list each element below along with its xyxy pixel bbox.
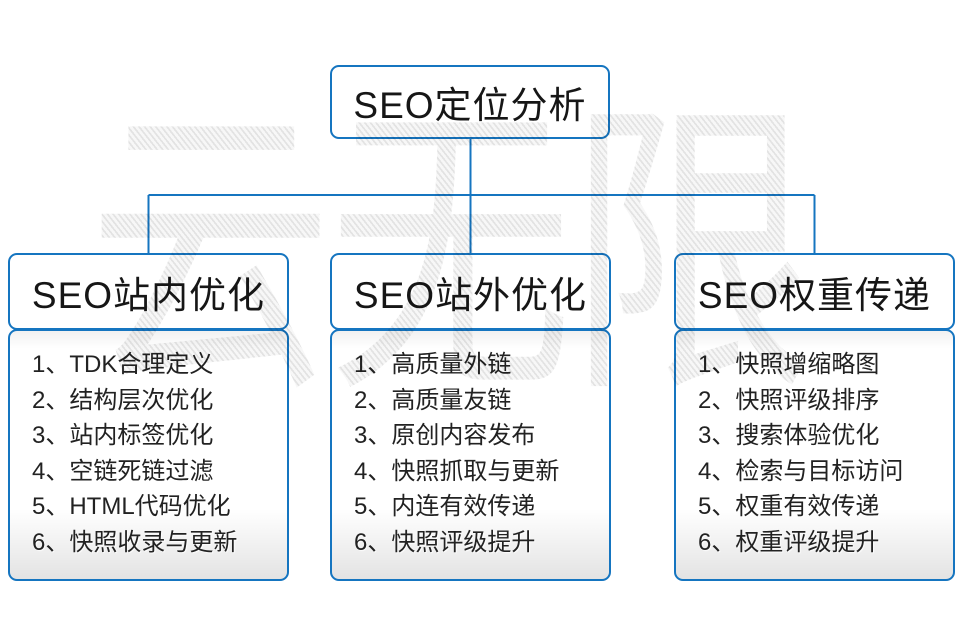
list-item: 1、高质量外链 [354, 351, 512, 378]
list-panel-weight-transfer: 1、快照增缩略图 2、快照评级排序 3、搜索体验优化 4、检索与目标访问 5、权… [674, 329, 955, 581]
list-item: 3、原创内容发布 [354, 422, 536, 450]
branch-node-label: SEO站内优化 [31, 274, 266, 316]
branch-node-offsite-optimization: SEO站外优化 [330, 253, 611, 330]
list-item: 2、快照评级排序 [698, 386, 880, 414]
list-item: 5、HTML代码优化 [32, 493, 231, 521]
list-item: 1、快照增缩略图 [698, 351, 880, 378]
list-panel-offsite-optimization: 1、高质量外链 2、高质量友链 3、原创内容发布 4、快照抓取与更新 5、内连有… [330, 329, 611, 581]
root-node-label: SEO定位分析 [353, 85, 587, 126]
item-list: 1、高质量外链 2、高质量友链 3、原创内容发布 4、快照抓取与更新 5、内连有… [354, 347, 601, 561]
list-item: 3、搜索体验优化 [698, 422, 880, 450]
item-list: 1、TDK合理定义 2、结构层次优化 3、站内标签优化 4、空链死链过滤 5、H… [32, 347, 279, 561]
branch-node-weight-transfer: SEO权重传递 [674, 253, 955, 330]
list-item: 2、高质量友链 [354, 386, 512, 414]
list-item: 4、空链死链过滤 [32, 457, 214, 485]
list-item: 6、快照收录与更新 [32, 528, 238, 556]
branch-node-onsite-optimization: SEO站内优化 [8, 253, 289, 330]
branch-node-label: SEO权重传递 [697, 274, 932, 316]
list-item: 5、权重有效传递 [698, 493, 880, 521]
list-item: 5、内连有效传递 [354, 493, 536, 521]
list-item: 2、结构层次优化 [32, 386, 214, 414]
list-item: 4、快照抓取与更新 [354, 457, 560, 485]
list-item: 6、权重评级提升 [698, 528, 880, 556]
list-item: 4、检索与目标访问 [698, 457, 904, 485]
list-item: 3、站内标签优化 [32, 422, 214, 450]
list-item: 1、TDK合理定义 [32, 351, 214, 378]
list-panel-onsite-optimization: 1、TDK合理定义 2、结构层次优化 3、站内标签优化 4、空链死链过滤 5、H… [8, 329, 289, 581]
item-list: 1、快照增缩略图 2、快照评级排序 3、搜索体验优化 4、检索与目标访问 5、权… [698, 347, 945, 561]
root-node-seo-positioning-analysis: SEO定位分析 [330, 65, 610, 139]
branch-node-label: SEO站外优化 [353, 274, 588, 316]
list-item: 6、快照评级提升 [354, 528, 536, 556]
